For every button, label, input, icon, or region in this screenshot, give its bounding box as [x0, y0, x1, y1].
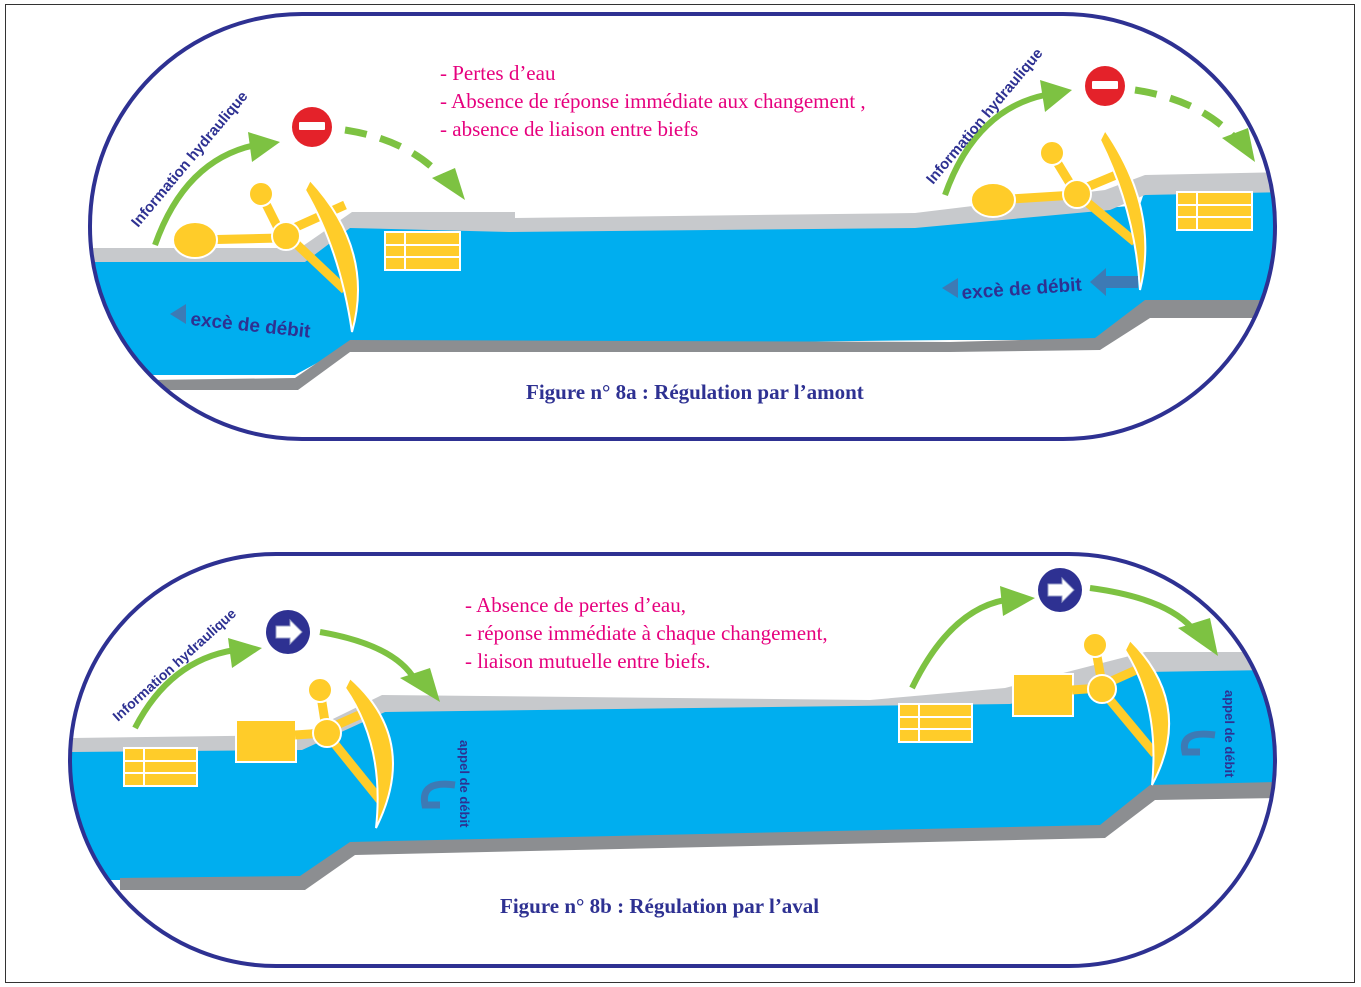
flow-call-label-right-b: appel de débit [1222, 690, 1237, 778]
no-entry-icon [292, 107, 332, 147]
flow-call-arrow-left-b [420, 780, 456, 809]
caption-8a: Figure n° 8a : Régulation par l’amont [526, 380, 864, 404]
caption-8b: Figure n° 8b : Régulation par l’aval [500, 894, 819, 918]
no-entry-icon [1085, 66, 1125, 106]
info-label-left-a: Information hydraulique [128, 88, 251, 230]
info-arrowhead-left-a [248, 132, 280, 162]
notes-8a: - Pertes d’eau - Absence de réponse immé… [440, 61, 866, 141]
figure-8a-outline [88, 12, 1277, 441]
figure-frame [5, 4, 1355, 983]
canal-bank-bottom-a [150, 300, 1275, 390]
gate-right-b [1012, 632, 1171, 786]
info-arrow-right-a [942, 92, 1046, 196]
note-8a-1: - Pertes d’eau [440, 61, 556, 85]
flow-call-arrow-right-b [1180, 730, 1216, 756]
info-arrowhead-mid-b [400, 668, 440, 702]
excess-arrow-left-a [170, 304, 186, 324]
right-arrow-icon [266, 610, 310, 654]
excess-arrow-right-a [942, 278, 958, 298]
figure-8b-outline [68, 552, 1277, 968]
intake-grid-right-a [1176, 191, 1253, 231]
gate-left-b [235, 676, 394, 829]
canal-bank-top-a [92, 172, 1275, 262]
info-arrowhead-right-a [1040, 80, 1072, 112]
notes-8b: - Absence de pertes d’eau, - réponse imm… [465, 593, 828, 673]
dashed-arrow-right-a [1134, 86, 1238, 141]
gate-left-a [172, 178, 359, 333]
intake-grid-left-a [384, 231, 461, 271]
info-arrow-right-b [909, 597, 1006, 690]
dashed-arrow-left-a [344, 126, 448, 183]
info-arrow-left-a [152, 142, 256, 246]
note-8b-1: - Absence de pertes d’eau, [465, 593, 686, 617]
note-8b-3: - liaison mutuelle entre biefs. [465, 649, 711, 673]
note-8a-2: - Absence de réponse immédiate aux chang… [440, 89, 866, 113]
right-arrow-icon [1038, 568, 1082, 612]
dashed-arrowhead-right-a [1222, 128, 1255, 162]
intake-grid-right-b [898, 703, 973, 743]
info-arrow-mid-b [319, 629, 418, 682]
figure-8a: Information hydraulique Information hydr… [92, 45, 1275, 390]
flow-call-label-left-b: appel de débit [457, 740, 472, 828]
excess-tail-arrow-right-a [1090, 268, 1138, 296]
dashed-arrowhead-left-a [432, 168, 465, 200]
gate-right-a [970, 128, 1147, 291]
info-arrow-far-right-b [1089, 585, 1195, 631]
info-arrow-left-b [132, 647, 236, 730]
info-label-left-b: Information hydraulique [109, 605, 239, 724]
canal-bank-bottom-b [120, 782, 1275, 890]
intake-grid-left-b [123, 747, 198, 787]
info-arrowhead-far-right-b [1178, 618, 1218, 656]
canal-bank-top-b [72, 652, 1275, 752]
info-label-right-a: Information hydraulique [923, 45, 1046, 187]
info-arrowhead-left-b [228, 638, 262, 668]
note-8b-2: - réponse immédiate à chaque changement, [465, 621, 828, 645]
info-arrowhead-right-b [1000, 586, 1035, 616]
note-8a-3: - absence de liaison entre biefs [440, 117, 698, 141]
